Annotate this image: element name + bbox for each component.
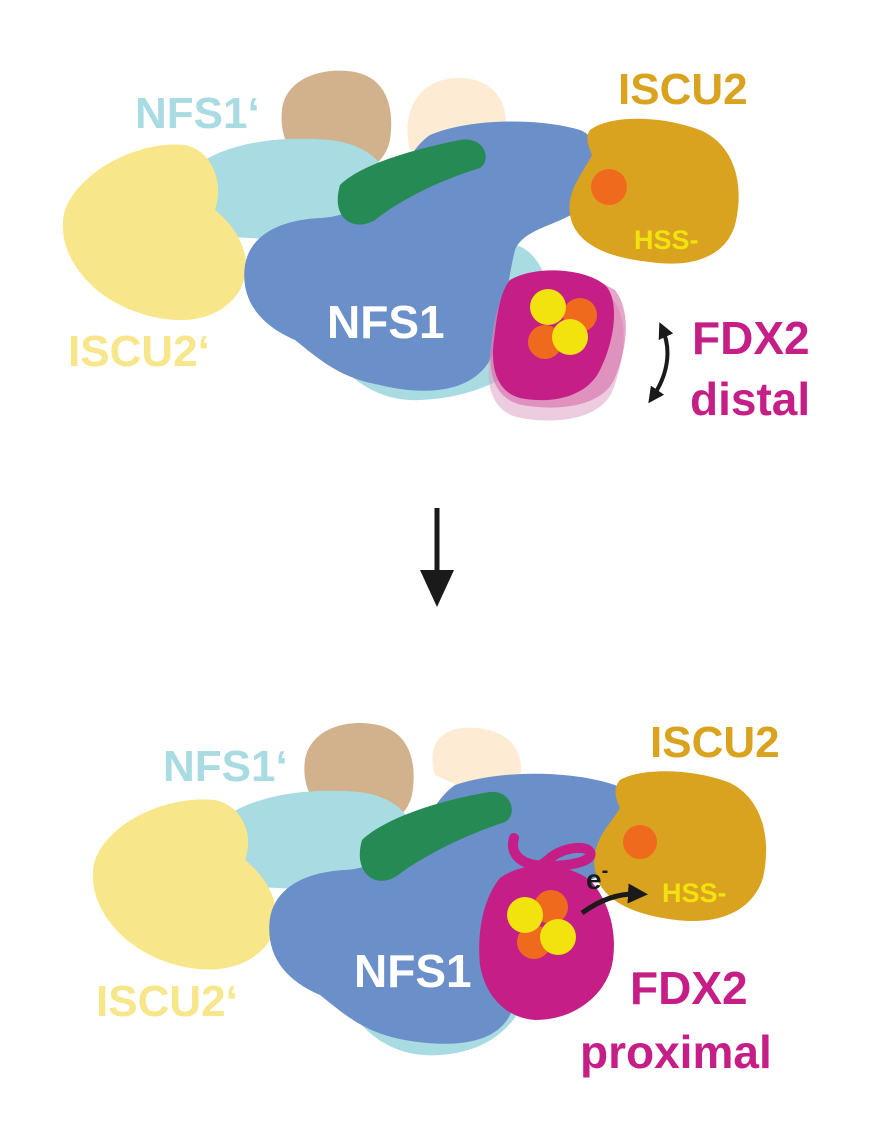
label-iscu2: ISCU2 — [618, 65, 748, 114]
label-nfs1-prime: NFS1‘ — [135, 89, 260, 138]
nfs1-shape — [269, 773, 632, 1044]
transition-arrow-icon — [420, 508, 454, 607]
iscu2-zinc-dot — [623, 825, 657, 859]
bottom-panel: e- NFS1‘ ISCU2 HSS- NFS1 ISCU2‘ FDX2 pro… — [92, 718, 780, 1078]
cluster-sulfur-2 — [540, 919, 576, 955]
label-hss: HSS- — [634, 225, 699, 255]
label-state-proximal: proximal — [580, 1026, 772, 1078]
fdx2-loop — [508, 833, 596, 893]
nfs1-shape — [244, 121, 601, 391]
iscu2-shape — [569, 118, 739, 264]
iscu2-zinc-dot — [591, 169, 627, 205]
green-helix — [337, 139, 486, 225]
cluster-sulfur-2 — [552, 319, 588, 355]
label-nfs1: NFS1 — [354, 945, 472, 997]
electron-symbol: e — [586, 864, 602, 895]
electron-charge: - — [602, 860, 609, 882]
iscu2-prime-shape — [62, 144, 246, 321]
electron-transfer-arrow-icon — [580, 883, 648, 916]
double-arrow-icon — [648, 322, 674, 404]
iscu2-prime-shape — [92, 799, 276, 970]
cluster-sulfur-1 — [507, 897, 543, 933]
fes-cluster — [507, 890, 576, 959]
label-iscu2-prime: ISCU2‘ — [68, 327, 210, 376]
label-hss: HSS- — [662, 878, 727, 908]
label-state-distal: distal — [690, 373, 810, 425]
label-iscu2-prime: ISCU2‘ — [96, 977, 238, 1026]
cluster-sulfur-1 — [530, 289, 566, 325]
label-fdx2: FDX2 — [630, 962, 748, 1014]
label-fdx2: FDX2 — [692, 312, 810, 364]
label-nfs1: NFS1 — [327, 296, 445, 348]
green-helix — [359, 791, 512, 881]
nfs1-prime-shape — [175, 138, 395, 240]
label-electron: e- — [586, 860, 608, 895]
fes-cluster — [528, 289, 597, 359]
label-iscu2: ISCU2 — [650, 718, 780, 767]
label-nfs1-prime: NFS1‘ — [163, 742, 288, 791]
top-panel: NFS1‘ ISCU2 HSS- NFS1 ISCU2‘ FDX2 distal — [62, 65, 810, 425]
